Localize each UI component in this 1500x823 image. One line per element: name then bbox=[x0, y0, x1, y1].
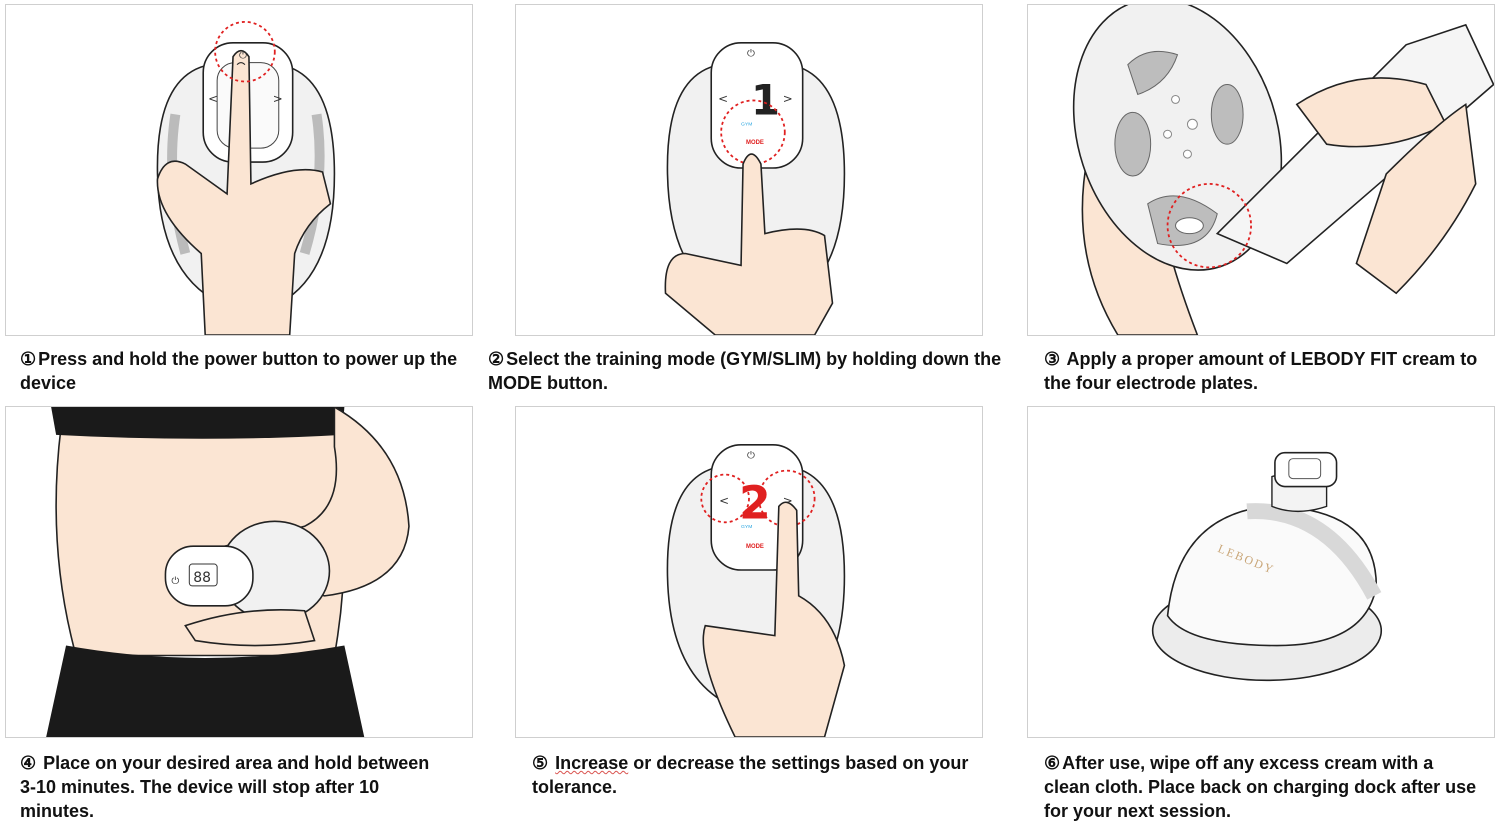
mode-label: MODE bbox=[746, 544, 764, 550]
step5-caption: ⑤ Increase or decrease the settings base… bbox=[532, 751, 972, 799]
gym-label: GYM bbox=[741, 121, 752, 127]
step6-illustration: LEBODY bbox=[1027, 406, 1495, 738]
mode-display: 1 bbox=[751, 75, 780, 124]
step2-illustration: ⏻ < > 1 GYM MODE bbox=[515, 4, 983, 336]
step3-caption: ③ Apply a proper amount of LEBODY FIT cr… bbox=[1044, 347, 1484, 395]
finger-on-mode-button-image: ⏻ < > 1 GYM MODE bbox=[664, 41, 846, 335]
step2-text: Select the training mode (GYM/SLIM) by h… bbox=[488, 349, 1002, 393]
power-icon: ⏻ bbox=[171, 576, 179, 587]
device-on-abdomen-image: 88 ⏻ bbox=[46, 407, 410, 737]
apply-cream-image bbox=[1072, 5, 1494, 335]
gym-label: GYM bbox=[741, 524, 752, 530]
step3-number: ③ bbox=[1044, 349, 1061, 369]
step5-number: ⑤ bbox=[532, 753, 549, 773]
left-arrow-icon: < bbox=[718, 91, 728, 105]
power-icon: ⏻ bbox=[747, 451, 755, 462]
timer-display: 88 bbox=[193, 570, 211, 586]
step6-number: ⑥ bbox=[1044, 753, 1061, 773]
step4-text: Place on your desired area and hold betw… bbox=[20, 753, 430, 821]
right-arrow-icon: > bbox=[273, 91, 283, 105]
power-icon: ⏻ bbox=[747, 49, 755, 60]
step3-illustration bbox=[1027, 4, 1495, 336]
step4-caption: ④ Place on your desired area and hold be… bbox=[20, 751, 440, 823]
step2-number: ② bbox=[488, 349, 505, 369]
step1-number: ① bbox=[20, 349, 37, 369]
device-on-charging-dock-image: LEBODY bbox=[1151, 451, 1383, 682]
step5-text-marked: Increase bbox=[555, 753, 629, 773]
right-arrow-icon: > bbox=[783, 91, 793, 105]
step5-illustration: ⏻ < > 2 GYM MODE bbox=[515, 406, 983, 738]
step4-illustration: 88 ⏻ bbox=[5, 406, 473, 738]
step6-text: After use, wipe off any excess cream wit… bbox=[1044, 753, 1477, 821]
finger-on-power-button-image: < > ⏻ bbox=[156, 21, 336, 335]
mode-label: MODE bbox=[746, 140, 764, 146]
left-arrow-icon: < bbox=[719, 493, 729, 507]
step3-text: Apply a proper amount of LEBODY FIT crea… bbox=[1044, 349, 1478, 393]
left-arrow-icon: < bbox=[208, 91, 218, 105]
power-highlight-circle bbox=[214, 21, 276, 83]
power-icon: ⏻ bbox=[239, 51, 247, 62]
plate-highlight-circle bbox=[1166, 183, 1252, 269]
adjust-intensity-image: ⏻ < > 2 GYM MODE bbox=[666, 443, 846, 737]
step1-illustration: < > ⏻ bbox=[5, 4, 473, 336]
step5-text: or decrease the settings based on your t… bbox=[532, 753, 969, 797]
intensity-display: 2 bbox=[739, 476, 771, 529]
step4-number: ④ bbox=[20, 753, 37, 773]
step1-text: Press and hold the power button to power… bbox=[20, 349, 458, 393]
right-arrow-icon: > bbox=[783, 493, 793, 507]
